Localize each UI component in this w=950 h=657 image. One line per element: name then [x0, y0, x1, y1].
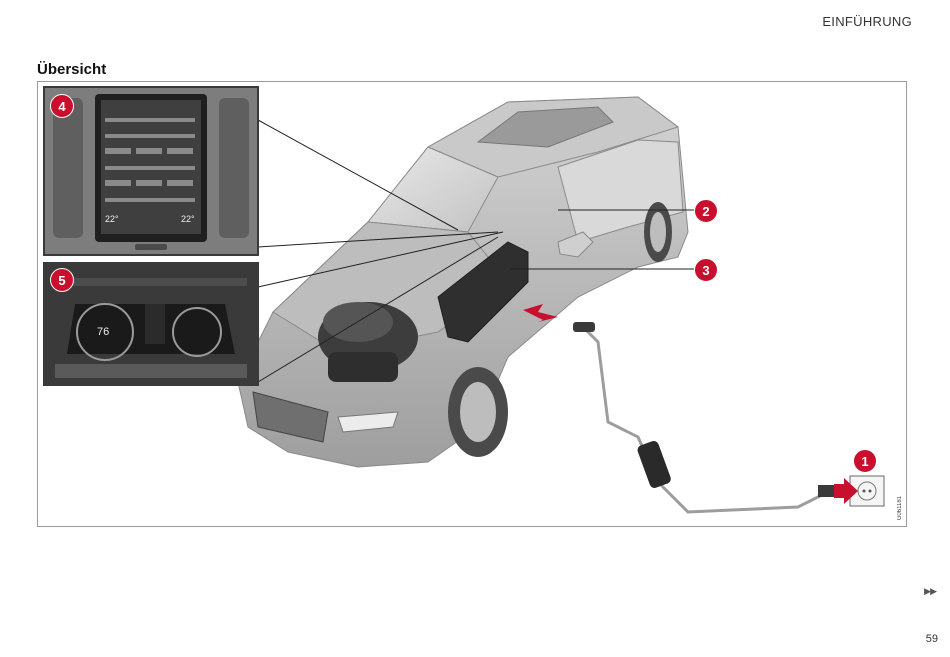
charging-control-box: [636, 440, 672, 490]
callout-5: 5: [50, 268, 74, 292]
screen-temp-right: 22°: [181, 214, 195, 224]
center-display-inset: 22° 22°: [43, 86, 259, 256]
driver-display-inset: 76: [43, 262, 259, 386]
chapter-heading: EINFÜHRUNG: [822, 14, 912, 29]
rear-wheel: [644, 202, 672, 262]
callout-2: 2: [694, 199, 718, 223]
cluster-speed: 76: [97, 326, 109, 338]
charging-plug: [573, 322, 595, 332]
section-title: Übersicht: [37, 61, 106, 78]
overview-figure: 22° 22° 76 4 5 2 3 1 G061181: [37, 81, 907, 527]
socket-plug: [818, 485, 834, 497]
front-wheel: [448, 367, 508, 457]
figure-code: G061181: [897, 496, 903, 520]
screen-temp-left: 22°: [105, 214, 119, 224]
callout-4: 4: [50, 94, 74, 118]
callout-1: 1: [853, 449, 877, 473]
callout-3: 3: [694, 258, 718, 282]
page-number: 59: [926, 633, 938, 645]
next-page-arrows[interactable]: ▶▶: [924, 586, 936, 597]
charging-cable: [583, 327, 828, 512]
